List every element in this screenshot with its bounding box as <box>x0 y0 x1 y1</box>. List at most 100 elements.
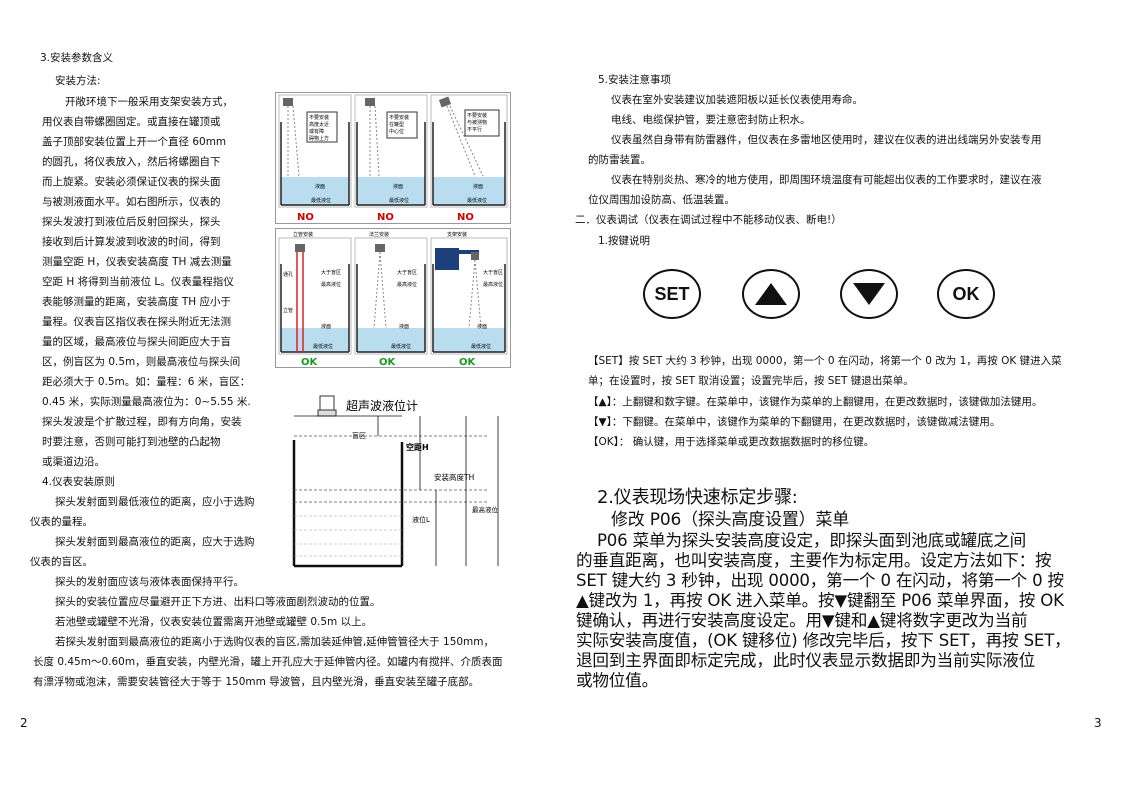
section5-title: 5.安装注意事项 <box>598 74 672 86</box>
key-desc-line: 单；在设置时，按 SET 取消设置；设置完毕后，按 SET 键退出菜单。 <box>588 375 914 387</box>
text-line: 若池壁或罐壁不光滑，仪表安装位置需离开池壁或罐壁 0.5m 以上。 <box>55 616 373 628</box>
text-line: 与被测液面水平。如右图所示，仪表的 <box>42 196 221 208</box>
text-line: 空距 H 将得到当前液位 L。仪表量程指仪 <box>42 276 234 288</box>
blind-label: 大于盲区 <box>397 269 417 276</box>
panel-title: 法兰安装 <box>369 231 389 238</box>
note-text: 中心位 <box>389 128 404 135</box>
text-line: 区，例盲区为 0.5m，则最高液位与探头间 <box>42 356 241 368</box>
text-line: 仪表的量程。 <box>30 516 93 528</box>
set-button[interactable]: SET <box>643 269 701 319</box>
text-line: 或渠道边沿。 <box>42 456 105 468</box>
text-line: 探头发射面到最低液位的距离，应小于选购 <box>55 496 255 508</box>
down-triangle-icon <box>853 283 885 305</box>
max-level-label: 最高液位 <box>472 505 499 514</box>
no-panel-1: 不要安装 高度太近 或有障 碍物上方 液面 最低液位 NO <box>278 94 352 223</box>
note-text: 或有障 <box>309 128 324 135</box>
text-line: 的圆孔，将仪表放入，然后将螺圈自下 <box>42 156 221 168</box>
calib-subtitle: 修改 P06（探头高度设置）菜单 <box>611 510 850 530</box>
text-line: 仪表的盲区。 <box>30 556 93 568</box>
note-text: 在罐型 <box>389 121 404 128</box>
liquid-level-label: 液位L <box>412 515 430 524</box>
calib-line: 或物位值。 <box>576 671 658 690</box>
note-line: 仪表在特别炎热、寒冷的地方使用，即周围环境温度有可能超出仪表的工作要求时，建议在… <box>611 174 1042 186</box>
calib-line: 退回到主界面即标定完成，此时仪表显示数据即为当前实际液位 <box>576 651 1036 670</box>
install-method-label: 安装方法: <box>55 75 101 87</box>
level-diagram-title: 超声波液位计 <box>346 398 418 413</box>
ok-button-label: OK <box>952 283 980 304</box>
text-line: 距必须大于 0.5m。如：量程：6 米，盲区： <box>42 376 251 388</box>
text-line: 量程。仪表盲区指仪表在探头附近无法测 <box>42 316 231 328</box>
min-level-label: 最低液位 <box>467 197 487 204</box>
calib-title: 2.仪表现场快速标定步骤: <box>597 487 798 508</box>
sensor-icon <box>319 395 335 411</box>
min-level-label: 最低液位 <box>313 343 333 350</box>
ok-button[interactable]: OK <box>937 269 995 319</box>
text-line: 测量空距 H，仪表安装高度 TH 减去测量 <box>42 256 232 268</box>
liquid-label: 液面 <box>321 323 331 330</box>
level-measurement-diagram: 超声波液位计 盲区 空距H 安装高度TH 最高液位 液位L <box>292 395 499 568</box>
ok-panel-2: 法兰安装 大于盲区 最高液位 液面 最低液位 OK <box>354 231 428 368</box>
tube-label: 立管 <box>283 307 293 314</box>
note-text: 与被测物 <box>467 119 487 126</box>
verdict-ok: OK <box>301 357 319 368</box>
text-line: 有漂浮物或泡沫，需要安装管径大于等于 150mm 导波管，且内壁光滑，垂直安装至… <box>33 676 480 688</box>
calib-line: 实际安装高度值，(OK 键移位) 修改完毕后，按下 SET，再按 SET， <box>576 631 1071 650</box>
text-line: 探头发波是个扩散过程，即有方向角，安装 <box>42 416 242 428</box>
text-line: 探头的发射面应该与液体表面保持平行。 <box>55 576 244 588</box>
liquid-label: 液面 <box>473 183 483 190</box>
note-text: 不要安装 <box>467 112 487 119</box>
max-level-label: 最高液位 <box>397 281 417 288</box>
key-desc-line: 【▲】：上翻键和数字键。在菜单中，该键作为菜单的上翻键用，在更改数据时，该键做加… <box>588 396 1043 408</box>
panel-title: 立管安装 <box>293 231 313 238</box>
wrong-install-diagram: 不要安装 高度太近 或有障 碍物上方 液面 最低液位 NO 不要安装 在罐型 中… <box>275 92 511 224</box>
max-level-label: 最高液位 <box>321 281 341 288</box>
calib-line: 的垂直距离，也叫安装高度，主要作为标定用。设定方法如下：按 <box>576 551 1052 570</box>
note-text: 碍物上方 <box>309 135 329 142</box>
note-line: 位仪周围加设防高、低温装置。 <box>588 194 735 206</box>
empty-distance-label: 空距H <box>406 442 429 452</box>
text-line: 表能够测量的距离，安装高度 TH 应小于 <box>42 296 231 308</box>
panel-title: 支架安装 <box>447 231 467 238</box>
note-line: 的防雷装置。 <box>588 154 651 166</box>
key-desc-line: 【OK】： 确认键，用于选择菜单或更改数据数据时的移位键。 <box>588 436 875 448</box>
note-line: 仪表虽然自身带有防雷器件，但仪表在多雷地区使用时，建议在仪表的进出线端另外安装专… <box>611 134 1042 146</box>
blind-zone-label: 盲区 <box>352 431 366 440</box>
correct-install-diagram: 立管安装 通孔 立管 大于盲区 最高液位 液面 最低液位 OK 法兰安装 大于盲… <box>275 228 511 368</box>
liquid-label: 液面 <box>393 183 403 190</box>
liquid-label: 液面 <box>315 183 325 190</box>
text-line: 而上旋紧。安装必须保证仪表的探头面 <box>42 176 221 188</box>
verdict-ok: OK <box>379 357 397 368</box>
up-triangle-icon <box>755 283 787 305</box>
no-panel-3: 不要安装 与被测物 不平行 液面 最低液位 NO <box>430 94 508 223</box>
calib-line: ▲键改为 1，再按 OK 进入菜单。按▼键翻至 P06 菜单界面，按 OK <box>576 591 1064 610</box>
down-button[interactable] <box>840 269 898 319</box>
hole-label: 通孔 <box>283 271 293 278</box>
page-number-right: 3 <box>1094 716 1102 730</box>
note-text: 高度太近 <box>309 121 329 128</box>
blind-label: 大于盲区 <box>483 269 503 276</box>
min-level-label: 最低液位 <box>311 197 331 204</box>
section4-title: 4.仪表安装原则 <box>42 476 116 488</box>
text-line: 量的区域，最高液位与探头间距应大于盲 <box>42 336 231 348</box>
text-line: 探头发波打到液位后反射回探头，探头 <box>42 216 221 228</box>
ok-panel-3: 支架安装 大于盲区 最高液位 液面 最低液位 OK <box>430 231 508 368</box>
up-button[interactable] <box>742 269 800 319</box>
min-level-label: 最低液位 <box>391 343 411 350</box>
text-line: 探头发射面到最高液位的距离，应大于选购 <box>55 536 255 548</box>
calib-line: P06 菜单为探头安装高度设定，即探头面到池底或罐底之间 <box>597 531 1027 550</box>
set-button-label: SET <box>654 283 690 304</box>
calib-line: SET 键大约 3 秒钟，出现 0000，第一个 0 在闪动，将第一个 0 按 <box>576 571 1064 590</box>
page-number-left: 2 <box>20 716 28 730</box>
section3-title: 3.安装参数含义 <box>40 52 114 64</box>
note-text: 不要安装 <box>389 114 409 121</box>
liquid-label: 液面 <box>399 323 409 330</box>
calib-line: 键确认，再进行安装高度设定。用▼键和▲键将数字更改为当前 <box>576 611 1028 630</box>
note-text: 不要安装 <box>309 114 329 121</box>
keys-title: 1.按键说明 <box>598 235 651 247</box>
liquid-label: 液面 <box>477 323 487 330</box>
note-line: 电线、电缆保护管，要注意密封防止积水。 <box>611 114 811 126</box>
text-line: 用仪表自带螺圈固定。或直接在罐顶或 <box>42 116 221 128</box>
blind-label: 大于盲区 <box>321 269 341 276</box>
min-level-label: 最低液位 <box>471 343 491 350</box>
key-desc-line: 【SET】按 SET 大约 3 秒钟，出现 0000，第一个 0 在闪动，将第一… <box>588 355 1062 367</box>
